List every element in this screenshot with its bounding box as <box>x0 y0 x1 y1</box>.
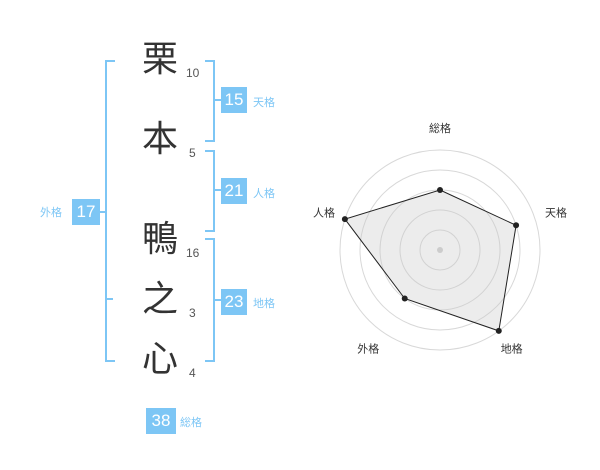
soukaku-label: 総格 <box>180 416 202 429</box>
chikaku-bracket <box>205 238 215 362</box>
stroke-count-2: 5 <box>189 146 196 160</box>
chikaku-connector <box>215 299 221 301</box>
name-char-2: 本 <box>141 119 178 160</box>
radar-chart: 総格天格地格 外格 人格 <box>300 110 590 380</box>
stroke-count-1: 10 <box>186 66 200 80</box>
radar-point-2 <box>513 222 520 229</box>
jinkaku-bracket <box>205 150 215 232</box>
gaikaku-bracket-mid <box>105 298 113 300</box>
radar-grid-ring <box>399 209 481 291</box>
radar-point-1 <box>437 187 443 193</box>
radar-axis-label-5: 人格 <box>313 205 335 219</box>
gaikaku-badge: 17 <box>72 199 100 225</box>
radar-center <box>437 247 443 253</box>
tenkaku-label: 天格 <box>253 96 275 109</box>
gaikaku-connector <box>99 211 105 213</box>
name-char-4: 之 <box>141 279 178 320</box>
jinkaku-label: 人格 <box>253 187 275 200</box>
gaikaku-bracket <box>105 60 115 362</box>
radar-grid-ring <box>339 149 541 351</box>
radar-point-3 <box>495 327 502 334</box>
jinkaku-connector <box>215 189 221 191</box>
stroke-count-3: 16 <box>186 246 200 260</box>
stroke-count-5: 4 <box>189 366 196 380</box>
radar-axis-label-1: 総格 <box>429 121 451 135</box>
radar-point-4 <box>401 295 408 302</box>
jinkaku-badge: 21 <box>221 178 247 204</box>
tenkaku-connector <box>215 99 221 101</box>
radar-point-5 <box>341 216 348 223</box>
tenkaku-bracket <box>205 60 215 142</box>
stroke-count-4: 3 <box>189 306 196 320</box>
tenkaku-badge: 15 <box>221 87 247 113</box>
name-char-1: 栗 <box>141 39 178 80</box>
radar-axis-label-4: 外格 <box>357 342 379 356</box>
radar-grid-ring <box>359 169 521 331</box>
radar-grid-ring <box>419 229 461 271</box>
name-char-3: 鴨 <box>141 219 178 260</box>
radar-data-polygon <box>344 189 517 332</box>
chikaku-label: 地格 <box>253 297 275 310</box>
radar-axis-label-2: 天格 <box>545 205 567 219</box>
gaikaku-label: 外格 <box>40 206 62 219</box>
chikaku-badge: 23 <box>221 289 247 315</box>
name-char-5: 心 <box>141 339 178 380</box>
soukaku-badge: 38 <box>146 408 176 434</box>
radar-axis-label-3: 地格 <box>501 342 523 356</box>
